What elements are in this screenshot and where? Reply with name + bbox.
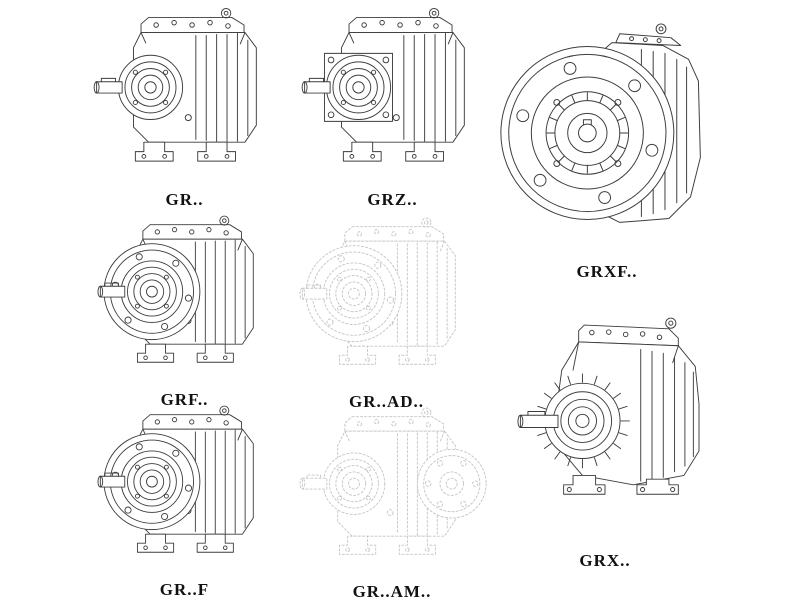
- gear-reducer-foot-mounted-icon: [93, 8, 257, 162]
- figure-gr-am: GR..AM..: [296, 404, 488, 602]
- gear-reducer-motor-adapter-ghost-icon: [299, 407, 487, 555]
- label-grxf: GRXF..: [576, 262, 638, 281]
- label-gr-am: GR..AM..: [352, 582, 432, 601]
- label-grz: GRZ..: [367, 190, 418, 209]
- figure-gr-f: GR..F: [94, 402, 275, 600]
- figure-grx: GRX..: [492, 310, 718, 571]
- figure-gr: GR..: [90, 4, 279, 210]
- gear-reducer-round-flange-mounted-icon: [97, 215, 254, 363]
- gear-reducer-input-adapter-ghost-icon: [299, 217, 456, 365]
- label-grf: GRF..: [160, 390, 209, 409]
- gear-reducer-large-foot-mounted-icon: [517, 317, 700, 495]
- figure-grxf: GRXF..: [494, 10, 720, 282]
- label-gr-f: GR..F: [159, 580, 210, 599]
- gear-reducer-round-flange-front-view-icon: [500, 23, 701, 223]
- label-gr-ad: GR..AD..: [348, 392, 425, 411]
- label-grx: GRX..: [579, 551, 631, 570]
- label-gr: GR..: [165, 190, 204, 209]
- figure-grz: GRZ..: [298, 4, 487, 210]
- figure-gr-ad: GR..AD..: [296, 214, 477, 412]
- gear-reducer-round-flange-mounted-icon: [97, 405, 254, 553]
- figure-grf: GRF..: [94, 212, 275, 410]
- gear-reducer-foot-mounted-square-flange-icon: [301, 8, 465, 162]
